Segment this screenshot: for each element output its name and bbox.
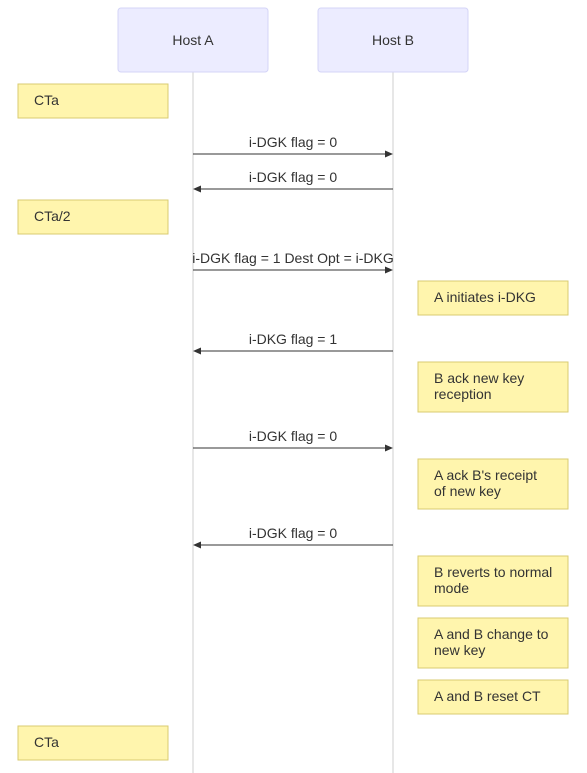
actor-box [117,7,269,73]
note-text: A and B reset CT [434,688,541,704]
note-right: A and B reset CT [417,679,569,715]
note-box [17,725,169,761]
note-box [417,679,569,715]
actor-label: Host A [172,32,214,48]
arrow-head [385,266,393,274]
note-box [417,361,569,413]
note-left: CTa/2 [17,199,169,235]
note-right: A initiates i-DKG [417,280,569,316]
message-a-to-b: i-DGK flag = 1 Dest Opt = i-DKG [192,250,394,274]
message-label: i-DKG flag = 1 [249,331,338,347]
actor-a: Host A [117,7,269,73]
arrow-head [193,541,201,549]
message-a-to-b: i-DGK flag = 0 [193,428,393,452]
actor-label: Host B [372,32,414,48]
note-text: reception [434,386,492,402]
message-b-to-a: i-DGK flag = 0 [193,169,393,193]
note-box [417,617,569,669]
message-label: i-DGK flag = 0 [249,428,338,444]
message-label: i-DGK flag = 0 [249,134,338,150]
note-box [417,458,569,510]
note-text: CTa [34,92,59,108]
note-text: CTa [34,734,59,750]
message-label: i-DGK flag = 1 Dest Opt = i-DKG [192,250,394,266]
note-text: B reverts to normal [434,564,552,580]
note-box [417,555,569,607]
note-text: mode [434,580,469,596]
arrow-head [385,444,393,452]
note-box [17,199,169,235]
message-label: i-DGK flag = 0 [249,525,338,541]
arrow-head [385,150,393,158]
note-left: CTa [17,725,169,761]
message-a-to-b: i-DGK flag = 0 [193,134,393,158]
message-label: i-DGK flag = 0 [249,169,338,185]
note-box [17,83,169,119]
arrow-head [193,185,201,193]
note-text: of new key [434,483,501,499]
note-box [417,280,569,316]
note-text: A ack B's receipt [434,467,537,483]
actor-b: Host B [317,7,469,73]
message-b-to-a: i-DKG flag = 1 [193,331,393,355]
arrow-head [193,347,201,355]
note-text: A initiates i-DKG [434,289,536,305]
note-text: new key [434,642,485,658]
message-b-to-a: i-DGK flag = 0 [193,525,393,549]
note-text: CTa/2 [34,208,71,224]
note-left: CTa [17,83,169,119]
actor-box [317,7,469,73]
note-text: B ack new key [434,370,524,386]
note-text: A and B change to [434,626,549,642]
